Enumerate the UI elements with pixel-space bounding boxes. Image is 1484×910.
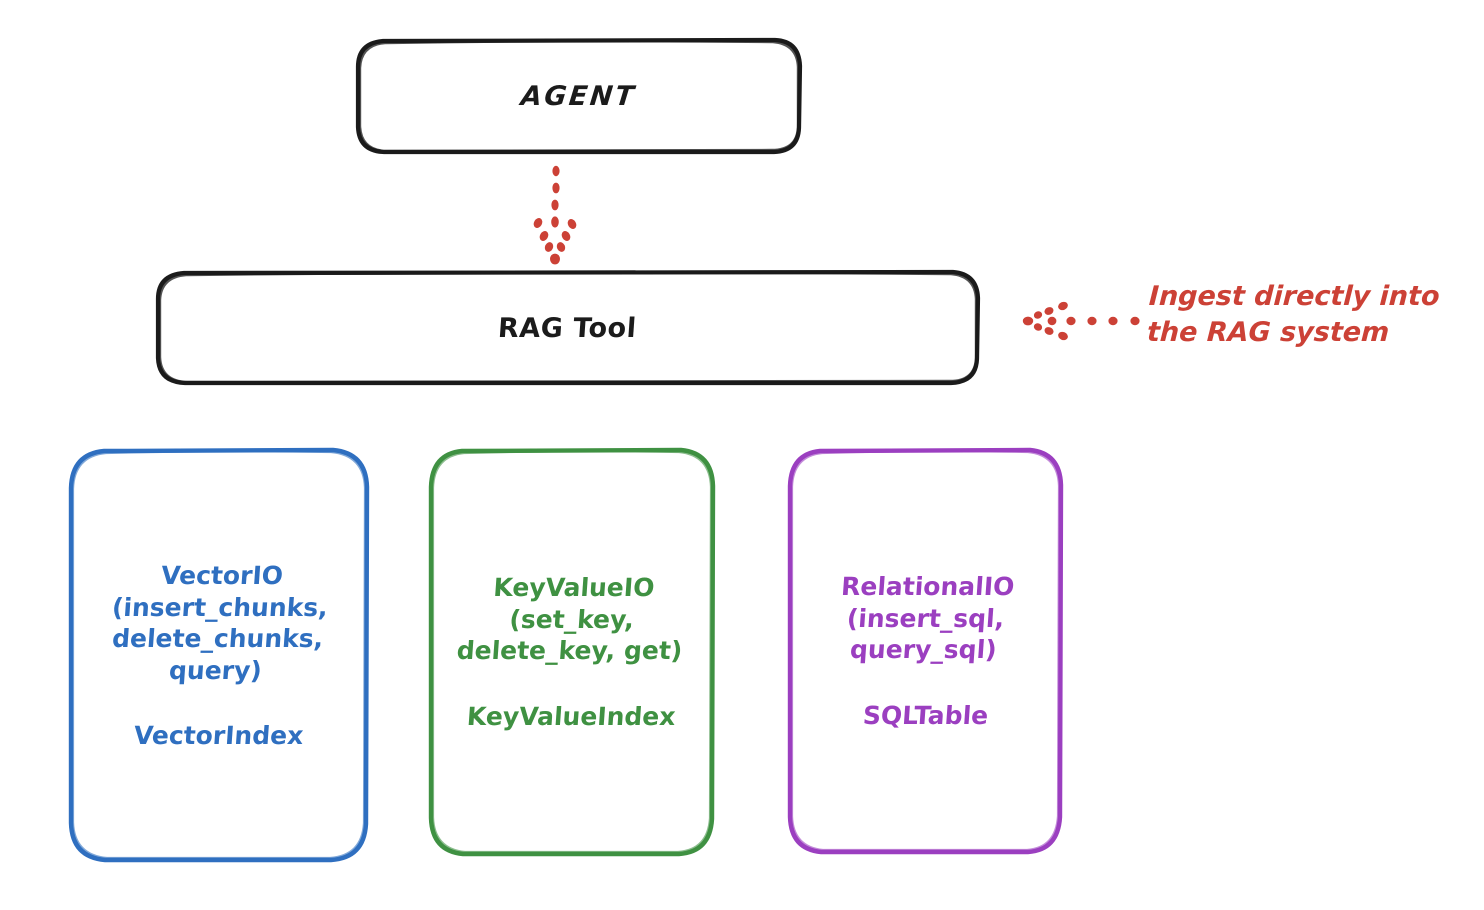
vector-io-node[interactable]: VectorIO (insert_chunks, delete_chunks, … [70,450,367,861]
key-value-io-node[interactable]: KeyValueIO (set_key, delete_key, get) Ke… [430,450,713,854]
key-value-io-index-label: KeyValueIndex [466,701,677,731]
agent-to-rag-dotted-arrow [533,165,577,265]
vector-io-index-label: VectorIndex [132,720,305,750]
agent-box-outline [355,37,803,155]
rag-tool-node[interactable]: RAG Tool [157,272,978,384]
key-value-io-title: KeyValueIO (set_key, delete_key, get) [455,573,684,665]
vector-io-box-outline [68,447,370,863]
agent-node[interactable]: AGENT [357,40,800,153]
rag-tool-node-label: RAG Tool [497,312,638,344]
relational-io-node[interactable]: RelationalIO (insert_sql, query_sql) SQL… [790,450,1061,852]
key-value-io-box-outline [428,447,716,857]
relational-io-index-label: SQLTable [861,700,990,730]
vector-io-title: VectorIO (insert_chunks, delete_chunks, … [110,560,329,685]
ingest-annotation-text: Ingest directly into the RAG system [1146,281,1441,348]
relational-io-title: RelationalIO (insert_sql, query_sql) [840,572,1016,664]
rag-tool-box-outline [155,269,981,386]
relational-io-box-outline [787,447,1064,855]
ingest-to-rag-dotted-arrow [1022,301,1140,341]
agent-node-label: AGENT [519,81,638,112]
